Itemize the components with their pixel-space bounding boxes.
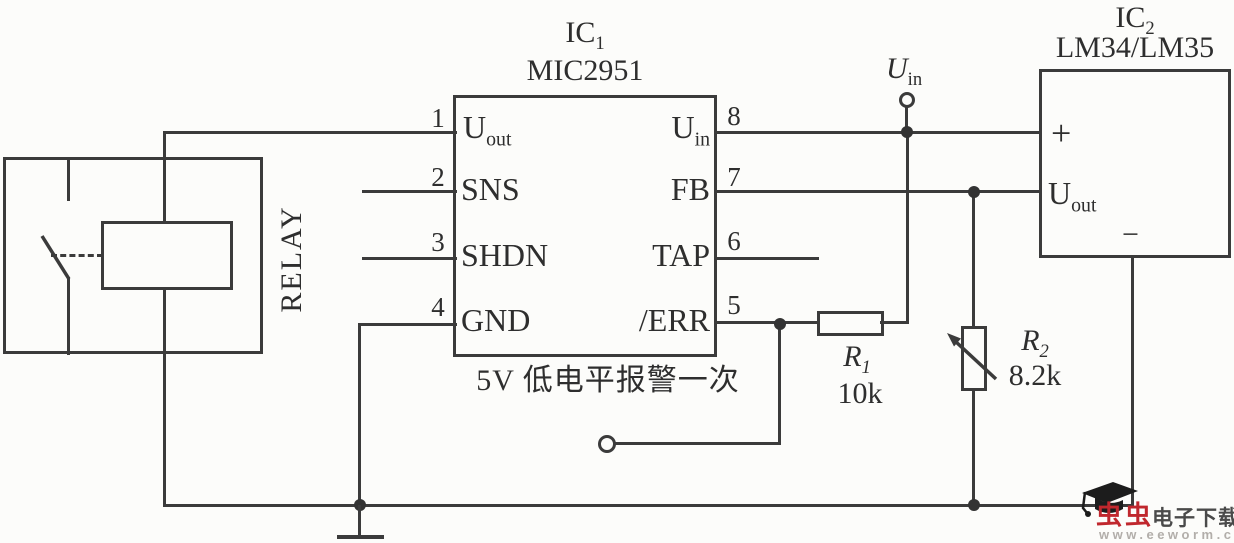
junction-r2-bottom-node (968, 499, 980, 511)
wire-r1-to-uin-node (906, 131, 909, 324)
ic1-part-number: MIC2951 (526, 54, 644, 87)
ic2-part-number: LM34/LM35 (1055, 31, 1215, 64)
resistor-r2-ref: R2 (1021, 324, 1049, 362)
wire-pin5-err (715, 321, 819, 324)
ic1-pin1-number: 1 (431, 103, 445, 133)
ic2-plus-label: + (1051, 113, 1072, 153)
wire-err-down (778, 322, 781, 445)
resistor-r1-value: 10k (837, 377, 883, 410)
wire-r2-top (972, 191, 975, 329)
ic1-body (453, 95, 717, 357)
relay-label: RELAY (275, 205, 308, 313)
ic2-minus-label: − (1122, 218, 1139, 251)
wire-switch-top-contact (67, 157, 70, 201)
watermark-brand: 虫虫 (1096, 500, 1155, 530)
junction-fb-node (968, 186, 980, 198)
ground-stub (358, 505, 361, 536)
wire-uin-terminal-stub (905, 104, 908, 133)
wire-ic2-minus-down (1131, 256, 1134, 507)
relay-linkage-dashed (51, 254, 103, 257)
ic1-pin5-label: /ERR (638, 302, 710, 338)
resistor-r1-body (817, 311, 884, 336)
wire-pin4-gnd (358, 323, 457, 326)
ic1-pin8-number: 8 (727, 101, 741, 131)
wire-coil-feed-top (163, 131, 166, 223)
wire-pin1-uout (163, 131, 457, 134)
watermark-suffix: 电子下载站 (1152, 507, 1234, 530)
ic2-body (1039, 69, 1231, 258)
junction-uin-node (901, 126, 913, 138)
wire-switch-bottom-contact (67, 277, 70, 355)
ic1-pin7-label: FB (670, 171, 710, 207)
ic2-ref: IC2 (1115, 1, 1155, 39)
ic1-pin6-number: 6 (727, 226, 741, 256)
ic1-pin5-number: 5 (727, 290, 741, 320)
ic2-uout-label: Uout (1048, 175, 1097, 217)
ic1-pin7-number: 7 (727, 162, 741, 192)
wire-gnd-down (358, 323, 361, 506)
ic1-pin8-label: Uin (671, 109, 710, 151)
wire-ground-bus (163, 504, 1134, 507)
uin-terminal-circle (899, 92, 915, 108)
wire-pin8-uin (715, 131, 1042, 134)
wire-coil-feed-bottom (163, 288, 166, 507)
alarm-output-terminal-circle (598, 435, 616, 453)
resistor-r2-value: 8.2k (1008, 359, 1062, 392)
wire-alarm-out (605, 442, 781, 445)
relay-coil (101, 221, 233, 290)
watermark-url: www.eeworm.com (1099, 527, 1234, 542)
ic1-pin6-label: TAP (652, 237, 710, 273)
ic1-ref: IC1 (565, 16, 605, 54)
ic1-pin4-label: GND (461, 302, 531, 338)
ic1-pin3-number: 3 (431, 227, 445, 257)
wire-r2-bottom (972, 388, 975, 506)
relay-enclosure (3, 157, 263, 354)
junction-err-node (774, 318, 786, 330)
ic1-pin3-label: SHDN (461, 237, 549, 273)
uin-terminal-label: Uin (886, 52, 923, 90)
wire-pin3-shdn (362, 257, 457, 260)
wire-pin2-sns (362, 190, 457, 193)
ic1-pin2-label: SNS (461, 171, 520, 207)
resistor-r2-body (961, 326, 987, 391)
ground-bar (337, 535, 384, 539)
ic1-pin1-label: Uout (463, 109, 512, 151)
ic1-pin2-number: 2 (431, 162, 445, 192)
wire-pin6-tap (715, 257, 819, 260)
ic1-pin4-number: 4 (431, 292, 445, 322)
ic1-caption: 5V 低电平报警一次 (476, 364, 740, 397)
wire-r1-right (880, 321, 908, 324)
resistor-r1-ref: R1 (843, 340, 871, 378)
wire-pin7-fb (715, 190, 1042, 193)
